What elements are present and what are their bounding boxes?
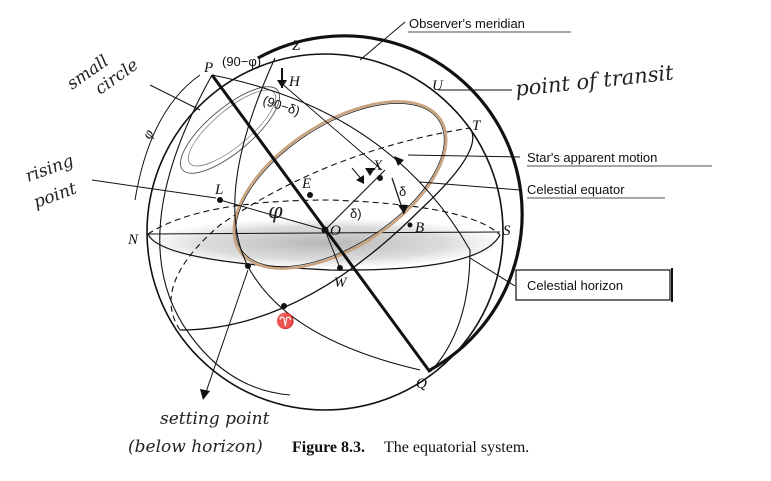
label-e: E <box>301 176 311 192</box>
leader-rising-point <box>91 179 217 199</box>
point-w <box>337 265 343 271</box>
line-o-to-w <box>324 229 341 269</box>
annotation-rising-point-line2: point <box>31 179 80 213</box>
label-b: B <box>415 220 424 236</box>
observers-meridian-arc <box>257 34 524 372</box>
label-celestial-equator: Celestial equator <box>527 182 625 197</box>
equator-arrow <box>365 168 375 176</box>
point-setting <box>245 263 251 269</box>
label-x: X <box>372 158 383 174</box>
small-circle <box>179 86 281 174</box>
label-z: Z <box>292 38 301 54</box>
declination-arrowhead <box>356 175 364 184</box>
label-ninety-minus-delta: (90−δ) <box>261 93 302 119</box>
phi-arc <box>134 74 201 201</box>
line-o-to-l <box>219 199 326 231</box>
label-ninety-minus-phi: (90−φ) <box>222 54 261 69</box>
label-delta-mid: δ) <box>350 206 362 221</box>
celestial-sphere <box>146 53 504 411</box>
label-n: N <box>127 232 139 248</box>
celestial-horizon-front <box>147 233 501 271</box>
label-phi-angle: φ <box>268 199 283 223</box>
leader-celestial-equator <box>419 181 521 191</box>
star-motion-arrow <box>394 156 404 166</box>
h-arrowhead <box>277 80 287 88</box>
label-delta-side: δ <box>399 184 406 199</box>
leader-setting-point <box>204 269 249 396</box>
polar-axis <box>210 74 432 373</box>
point-e <box>307 192 313 198</box>
label-aries: ♈ <box>276 312 295 330</box>
label-celestial-horizon: Celestial horizon <box>527 278 623 293</box>
label-u: U <box>432 78 444 94</box>
delta-arrowhead <box>398 205 408 214</box>
celestial-horizon-back <box>147 199 501 236</box>
horizon-plane-shading <box>150 219 500 267</box>
label-s: S <box>503 223 511 239</box>
label-l: L <box>214 182 223 198</box>
line-h-to-x <box>279 81 383 171</box>
label-observers-meridian: Observer's meridian <box>409 16 525 31</box>
celestial-equator-back <box>170 127 471 331</box>
celestial-equator-front <box>179 127 474 331</box>
leader-celestial-horizon <box>469 257 516 287</box>
label-phi-side: φ <box>140 127 158 142</box>
vertical-circle <box>234 57 421 371</box>
label-p: P <box>203 60 213 76</box>
point-b <box>407 222 413 228</box>
label-w: W <box>334 275 348 291</box>
line-o-to-x <box>324 169 386 231</box>
star-apparent-path <box>232 100 448 270</box>
label-o: O <box>330 223 341 239</box>
leader-star-motion <box>407 154 521 158</box>
caption-label: Figure 8.3. <box>292 439 365 456</box>
point-o <box>321 226 329 234</box>
point-aries <box>281 303 287 309</box>
point-l <box>217 197 223 203</box>
label-h: H <box>288 74 301 90</box>
caption-text: The equatorial system. <box>384 439 529 456</box>
point-x <box>377 175 383 181</box>
leader-small-circle <box>149 84 201 111</box>
leader-observers-meridian <box>359 21 406 61</box>
declination-circle <box>211 74 471 373</box>
hour-circle <box>159 74 291 396</box>
label-t: T <box>472 118 482 134</box>
annotation-point-of-transit: point of transit <box>514 60 675 101</box>
label-q: Q <box>416 376 427 392</box>
annotation-setting-point-line1: setting point <box>160 409 270 429</box>
celestial-horizon-box <box>515 269 671 301</box>
annotation-setting-point-line2: (below horizon) <box>128 437 263 457</box>
setting-arrowhead <box>200 389 210 400</box>
label-star-apparent-motion: Star's apparent motion <box>527 150 657 165</box>
